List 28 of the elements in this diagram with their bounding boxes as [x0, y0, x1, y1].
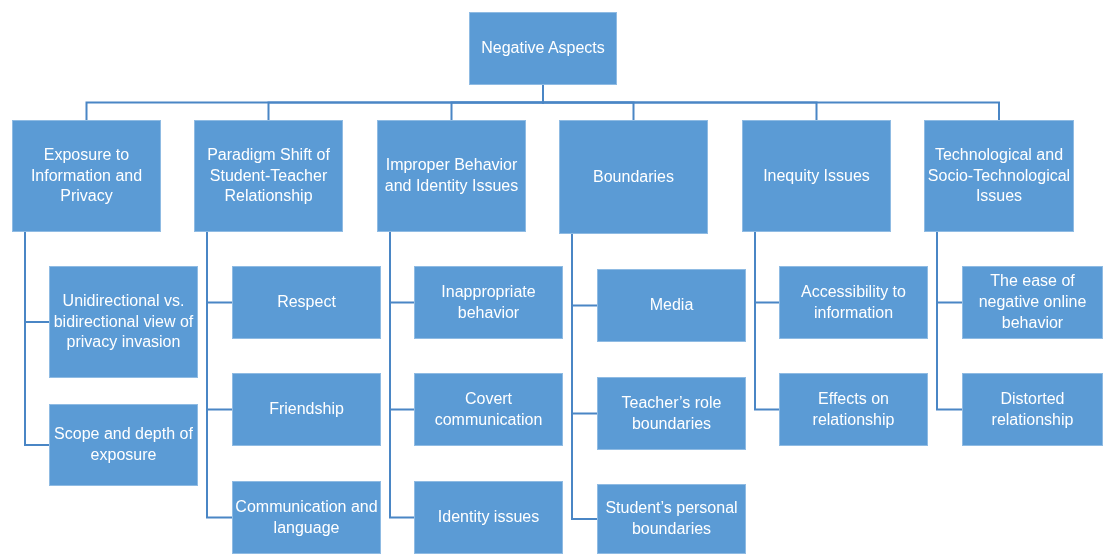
connector-line	[389, 231, 415, 519]
category-box: Boundaries	[559, 120, 708, 234]
category-box: Scope and depth of exposure	[49, 404, 198, 486]
category-box: Inequity Issues	[742, 120, 891, 232]
category-box: Media	[597, 269, 746, 342]
connector-line	[206, 231, 233, 519]
category-box: The ease of negative online behavior	[962, 266, 1103, 339]
category-box: Covert communication	[414, 373, 563, 446]
category-box: Respect	[232, 266, 381, 339]
category-box: Exposure to Information and Privacy	[12, 120, 161, 232]
connector-line	[936, 231, 963, 411]
root-box: Negative Aspects	[469, 12, 617, 85]
category-box: Technological and Socio-Technological Issues	[924, 120, 1074, 232]
category-box: Effects on relationship	[779, 373, 928, 446]
category-box: Paradigm Shift of Student-Teacher Relationship	[194, 120, 343, 232]
category-box: Student’s personal boundaries	[597, 484, 746, 554]
connector-line	[571, 233, 598, 520]
category-box: Identity issues	[414, 481, 563, 554]
category-box: Accessibility to information	[779, 266, 928, 339]
category-box: Inappropriate behavior	[414, 266, 563, 339]
category-box: Communication and language	[232, 481, 381, 554]
category-box: Unidirectional vs. bidirectional view of privacy invasion	[49, 266, 198, 378]
connector-line	[754, 231, 780, 411]
category-box: Teacher’s role boundaries	[597, 377, 746, 450]
category-box: Distorted relationship	[962, 373, 1103, 446]
category-box: Improper Behavior and Identity Issues	[377, 120, 526, 232]
connector-line	[24, 231, 50, 446]
category-box: Friendship	[232, 373, 381, 446]
